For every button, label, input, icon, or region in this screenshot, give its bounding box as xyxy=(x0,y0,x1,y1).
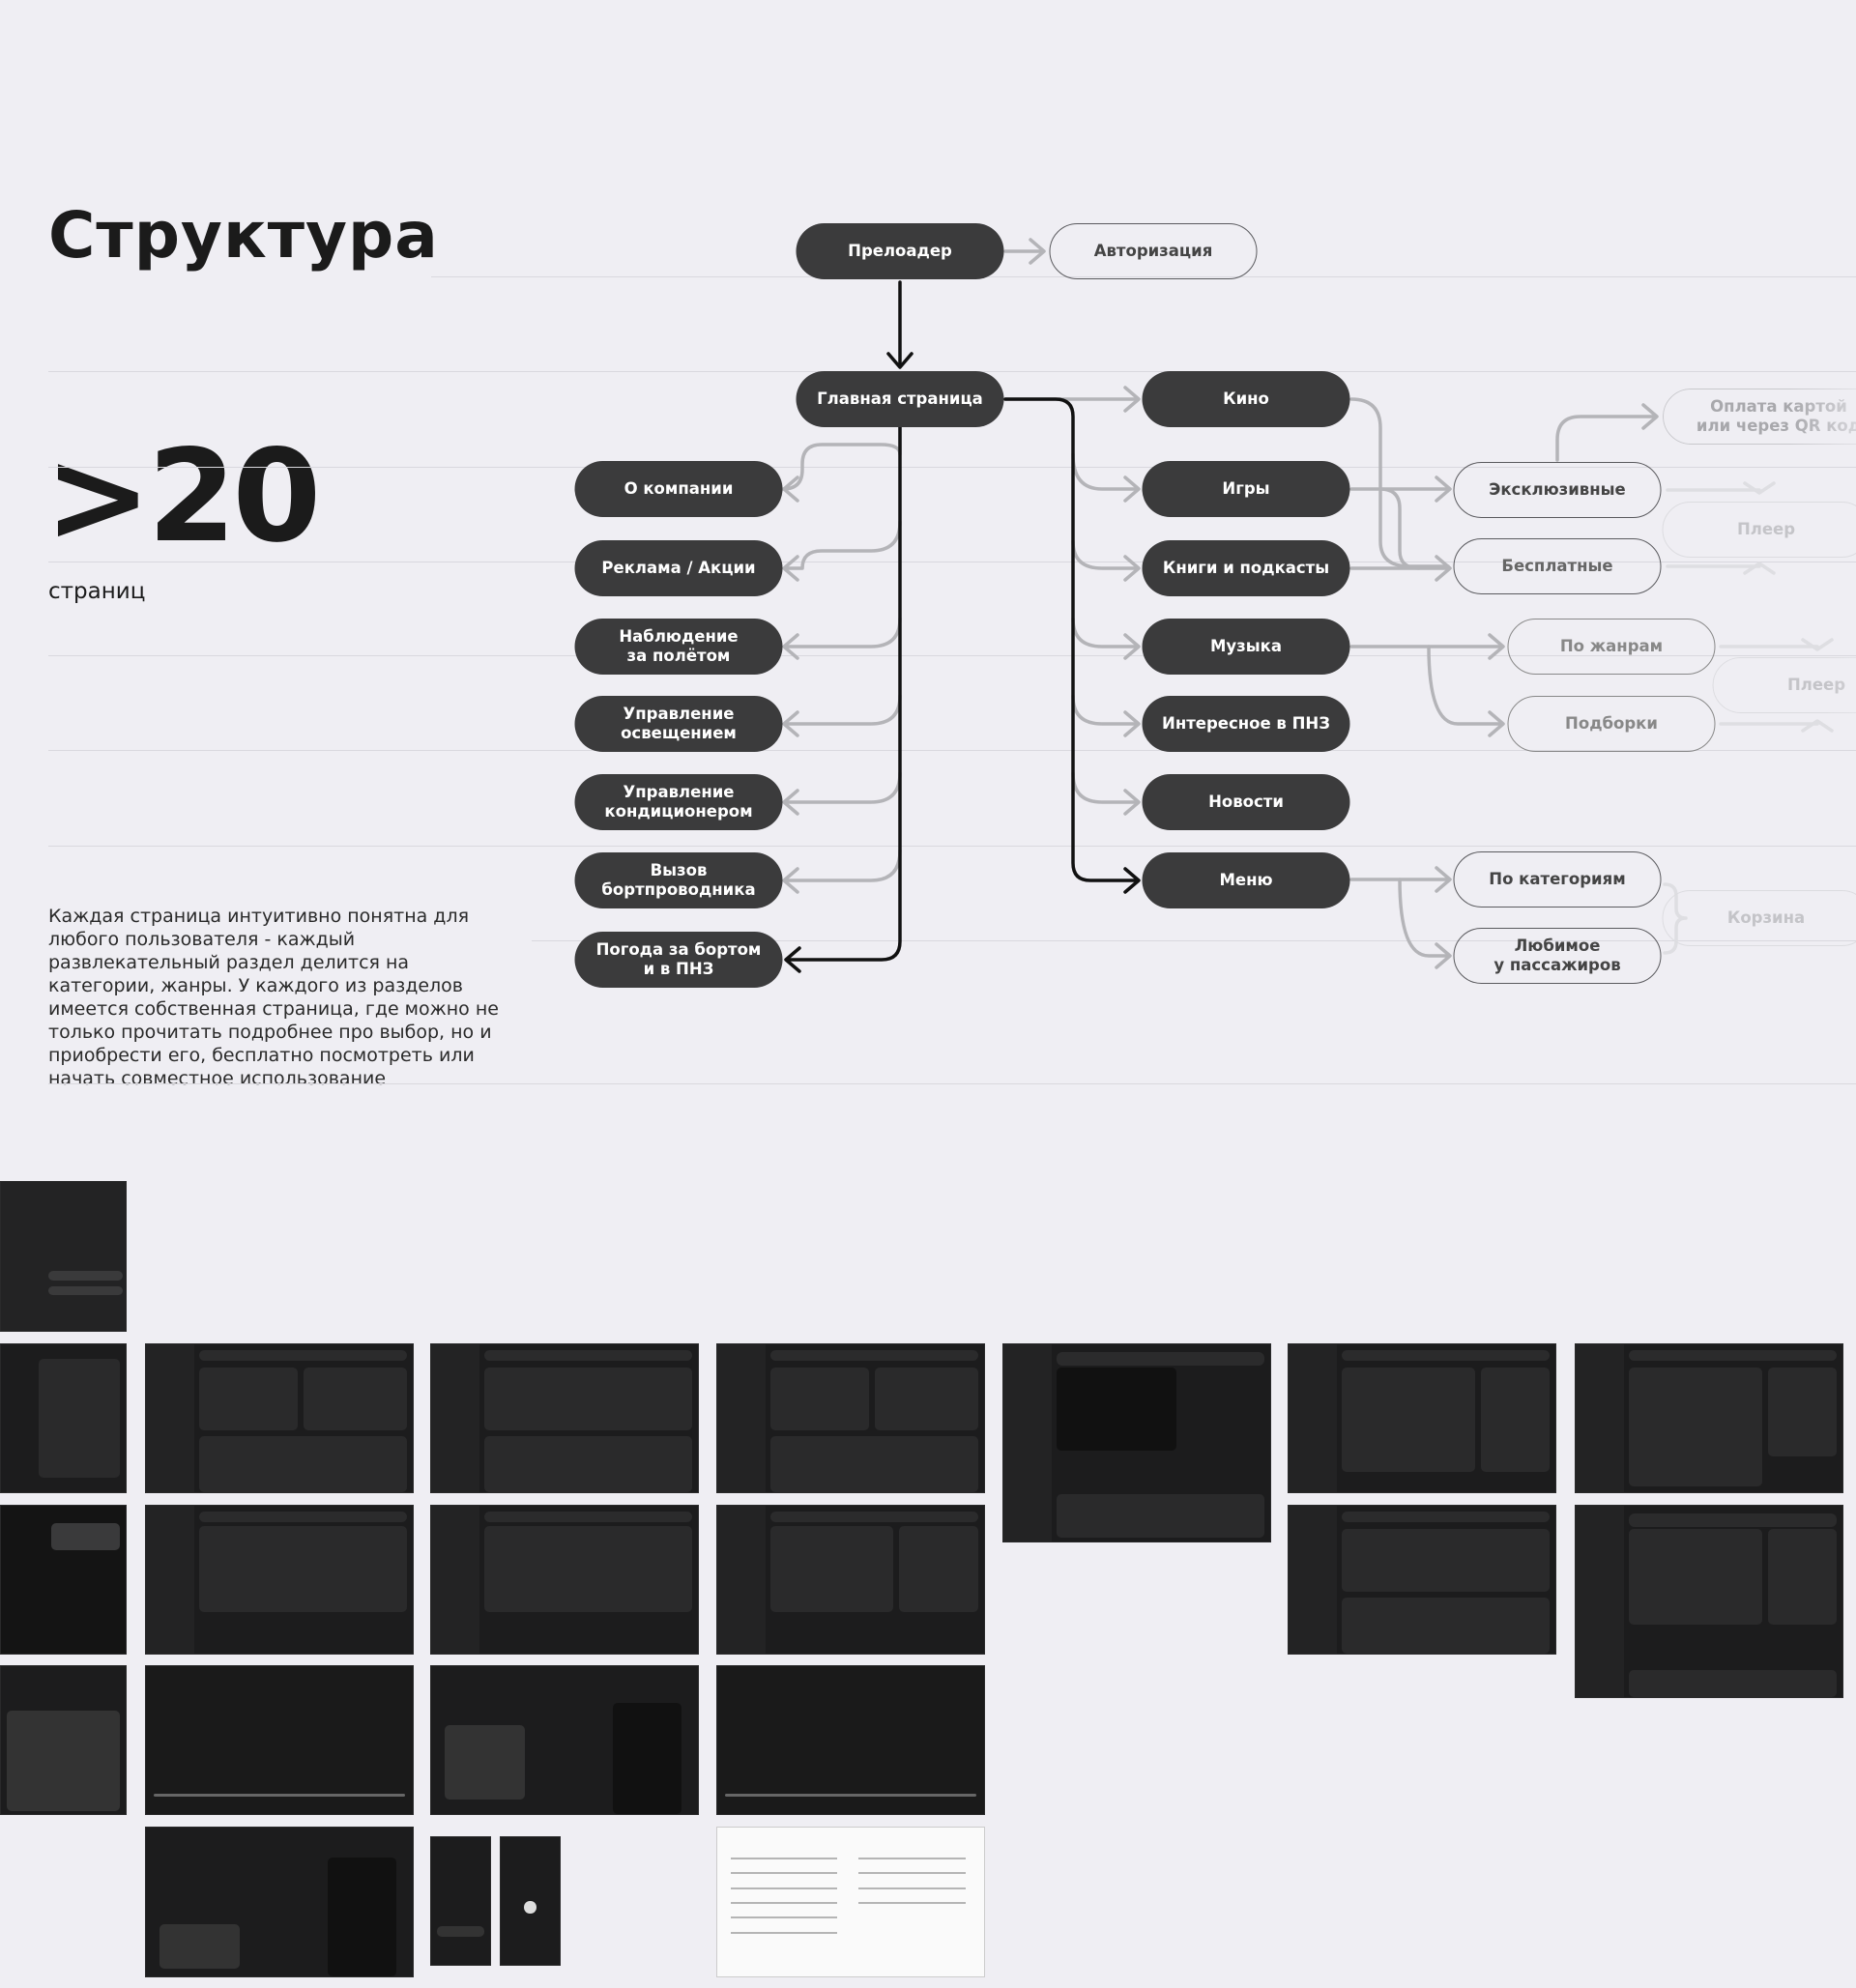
screen-preview-home xyxy=(0,1343,127,1493)
divider xyxy=(48,750,1856,751)
screen-preview-mobile-2 xyxy=(500,1836,561,1966)
node-player[interactable]: Плеер xyxy=(1662,502,1856,558)
screen-preview-news xyxy=(1002,1343,1271,1542)
screen-preview-game-detail xyxy=(430,1505,699,1655)
node-cinema[interactable]: Кино xyxy=(1142,371,1350,427)
connector-lines xyxy=(781,238,1834,973)
node-weather[interactable]: Погода за бортом и в ПНЗ xyxy=(574,932,783,988)
screen-preview-menu xyxy=(1575,1343,1843,1493)
node-ads[interactable]: Реклама / Акции xyxy=(574,540,783,596)
node-light[interactable]: Управление освещением xyxy=(574,696,783,752)
node-preloader[interactable]: Прелоадер xyxy=(796,223,1004,279)
node-games[interactable]: Игры xyxy=(1142,461,1350,517)
screen-preview-auth xyxy=(0,1181,127,1332)
screen-preview-book-detail xyxy=(716,1505,985,1655)
screen-preview-games xyxy=(430,1343,699,1493)
page-count: >20 xyxy=(44,422,321,571)
node-news[interactable]: Новости xyxy=(1142,774,1350,830)
divider xyxy=(532,940,1856,941)
node-music[interactable]: Музыка xyxy=(1142,619,1350,675)
node-player[interactable]: Плеер xyxy=(1712,657,1856,713)
node-genres[interactable]: По жанрам xyxy=(1507,619,1716,675)
screen-preview-menu-detail xyxy=(1575,1505,1843,1698)
screen-preview-book-reader xyxy=(716,1827,985,1977)
screen-preview-video-player xyxy=(145,1665,414,1815)
screen-preview-mobile-1 xyxy=(430,1836,491,1966)
screen-preview-home-modal xyxy=(0,1505,127,1655)
node-climate[interactable]: Управление кондиционером xyxy=(574,774,783,830)
node-exclusive[interactable]: Эксклюзивные xyxy=(1453,462,1662,518)
screen-preview-audio-player xyxy=(716,1665,985,1815)
screen-preview-movie-detail xyxy=(145,1505,414,1655)
page-title: Структура xyxy=(48,198,439,273)
node-flight[interactable]: Наблюдение за полётом xyxy=(574,619,783,675)
page-count-label: страниц xyxy=(48,579,146,604)
node-categories[interactable]: По категориям xyxy=(1453,851,1662,908)
node-payment[interactable]: Оплата картой или через QR код xyxy=(1663,389,1856,445)
divider xyxy=(48,1083,1856,1084)
divider xyxy=(431,276,1856,277)
node-attendant[interactable]: Вызов бортпроводника xyxy=(574,852,783,908)
screen-preview-music-list xyxy=(1288,1505,1556,1655)
screen-preview-flight-map xyxy=(0,1665,127,1815)
node-books[interactable]: Книги и подкасты xyxy=(1142,540,1350,596)
node-interesting[interactable]: Интересное в ПНЗ xyxy=(1142,696,1350,752)
node-home[interactable]: Главная страница xyxy=(796,371,1004,427)
node-menu[interactable]: Меню xyxy=(1142,852,1350,908)
screen-preview-cinema-seats xyxy=(430,1665,699,1815)
screen-preview-music xyxy=(1288,1343,1556,1493)
node-free[interactable]: Бесплатные xyxy=(1453,538,1662,594)
screen-preview-books xyxy=(716,1343,985,1493)
node-cart[interactable]: Корзина xyxy=(1662,890,1856,946)
screen-preview-cinema xyxy=(145,1343,414,1493)
node-auth[interactable]: Авторизация xyxy=(1049,223,1258,279)
divider xyxy=(48,655,1856,656)
divider xyxy=(48,467,1856,468)
divider xyxy=(48,846,1856,847)
node-favorites[interactable]: Любимое у пассажиров xyxy=(1453,928,1662,984)
node-collections[interactable]: Подборки xyxy=(1507,696,1716,752)
screen-preview-seat-selection xyxy=(145,1827,414,1977)
node-about[interactable]: О компании xyxy=(574,461,783,517)
